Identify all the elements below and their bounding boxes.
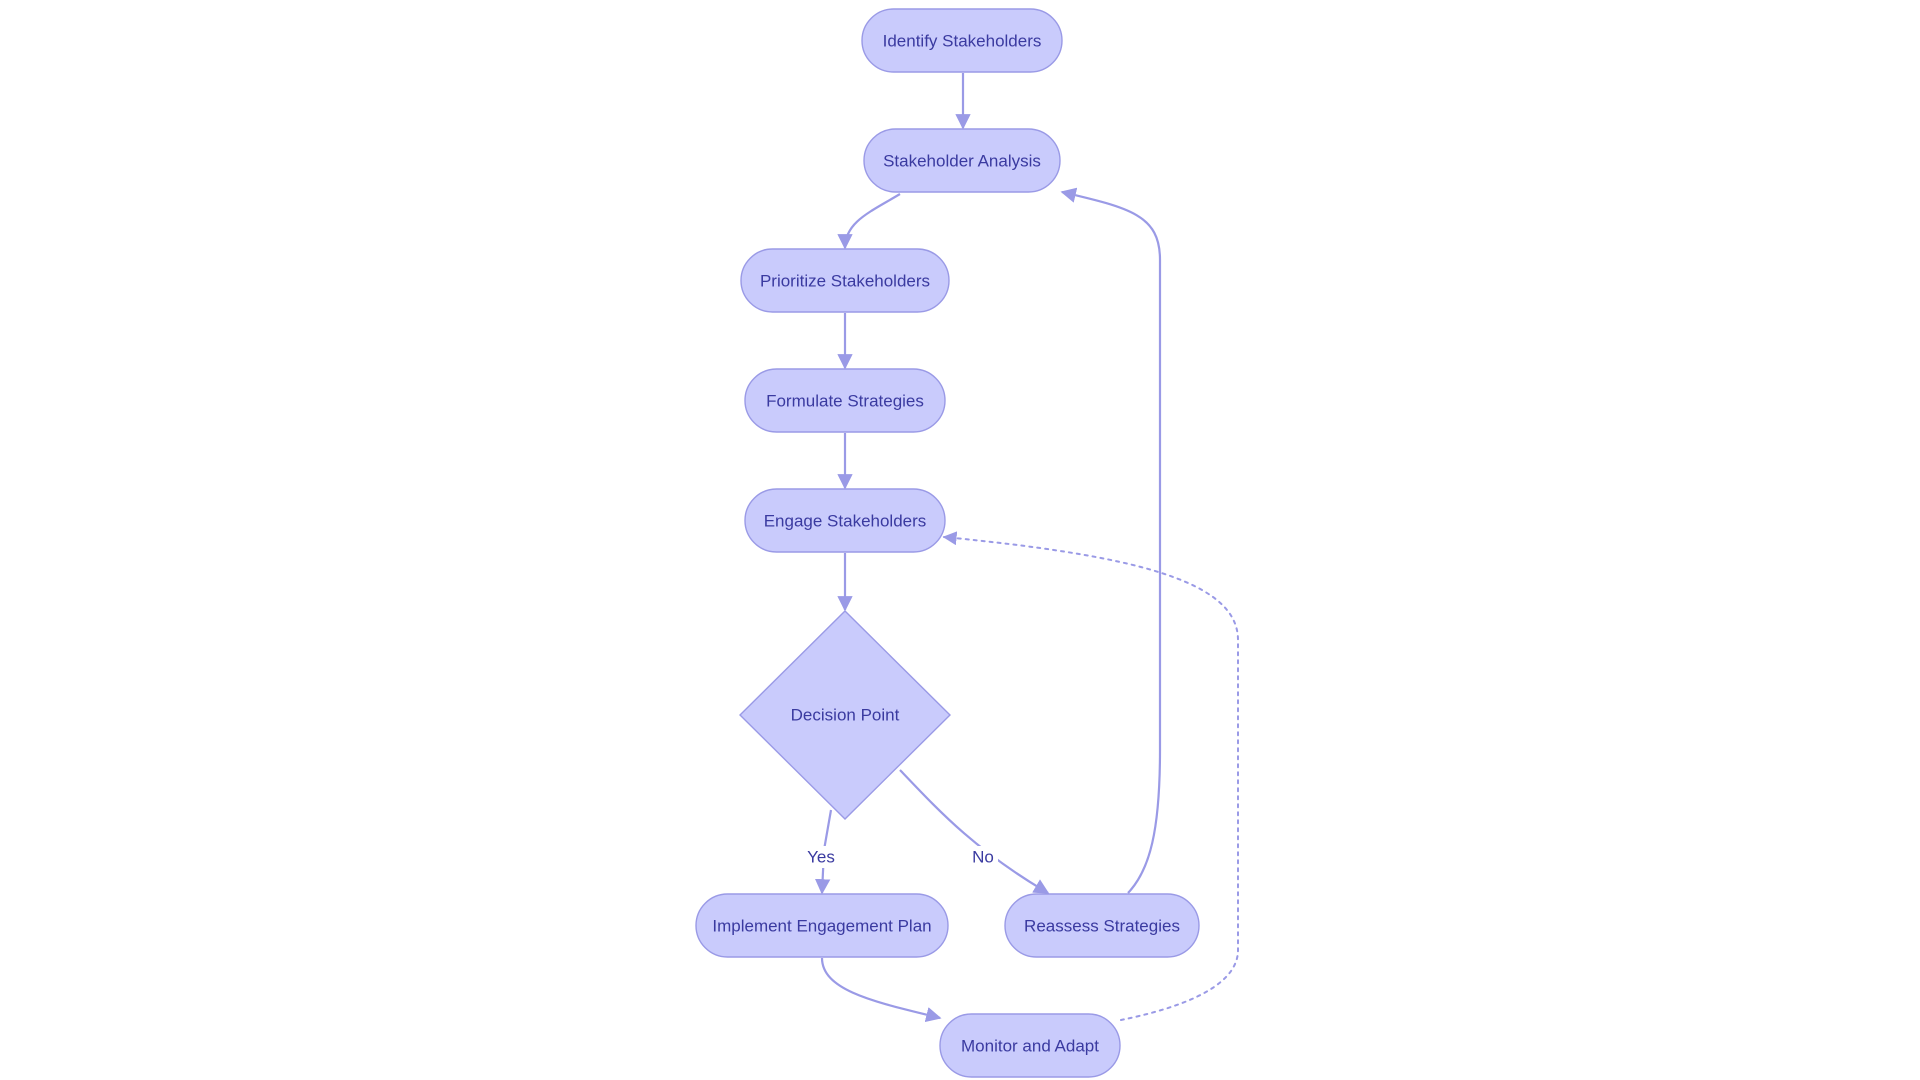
edge-label-no-text: No: [972, 848, 994, 867]
edge-labels: Yes No: [804, 846, 998, 868]
edge-implement-to-monitor: [820, 957, 942, 1023]
node-prioritize-stakeholders[interactable]: Prioritize Stakeholders: [740, 248, 950, 313]
edge-monitor-to-engage: [942, 531, 1239, 1021]
node-reassess-strategies[interactable]: Reassess Strategies: [1004, 893, 1200, 958]
node-implement-engagement-plan-label: Implement Engagement Plan: [712, 917, 931, 936]
node-stakeholder-analysis[interactable]: Stakeholder Analysis: [863, 128, 1061, 193]
node-reassess-strategies-label: Reassess Strategies: [1024, 917, 1180, 936]
node-engage-stakeholders-label: Engage Stakeholders: [764, 512, 927, 531]
node-prioritize-stakeholders-label: Prioritize Stakeholders: [760, 272, 930, 291]
node-identify-stakeholders-label: Identify Stakeholders: [883, 32, 1042, 51]
node-identify-stakeholders[interactable]: Identify Stakeholders: [861, 8, 1063, 73]
node-formulate-strategies[interactable]: Formulate Strategies: [744, 368, 946, 433]
edge-label-yes-text: Yes: [807, 848, 835, 867]
edge-label-yes: Yes: [804, 846, 838, 868]
node-stakeholder-analysis-label: Stakeholder Analysis: [883, 152, 1041, 171]
edge-reassess-to-analysis: [1060, 187, 1162, 894]
node-monitor-and-adapt-label: Monitor and Adapt: [961, 1037, 1099, 1056]
edge-decision-no-to-reassess: [899, 769, 1050, 894]
node-decision-point-label: Decision Point: [791, 706, 900, 725]
edge-label-no: No: [968, 846, 998, 868]
node-implement-engagement-plan[interactable]: Implement Engagement Plan: [695, 893, 949, 958]
node-engage-stakeholders[interactable]: Engage Stakeholders: [744, 488, 946, 553]
node-monitor-and-adapt[interactable]: Monitor and Adapt: [939, 1013, 1121, 1078]
node-formulate-strategies-label: Formulate Strategies: [766, 392, 924, 411]
edge-analysis-to-prioritize: [837, 193, 901, 250]
nodes: Identify Stakeholders Stakeholder Analys…: [695, 8, 1200, 1078]
node-decision-point[interactable]: Decision Point: [739, 610, 951, 820]
